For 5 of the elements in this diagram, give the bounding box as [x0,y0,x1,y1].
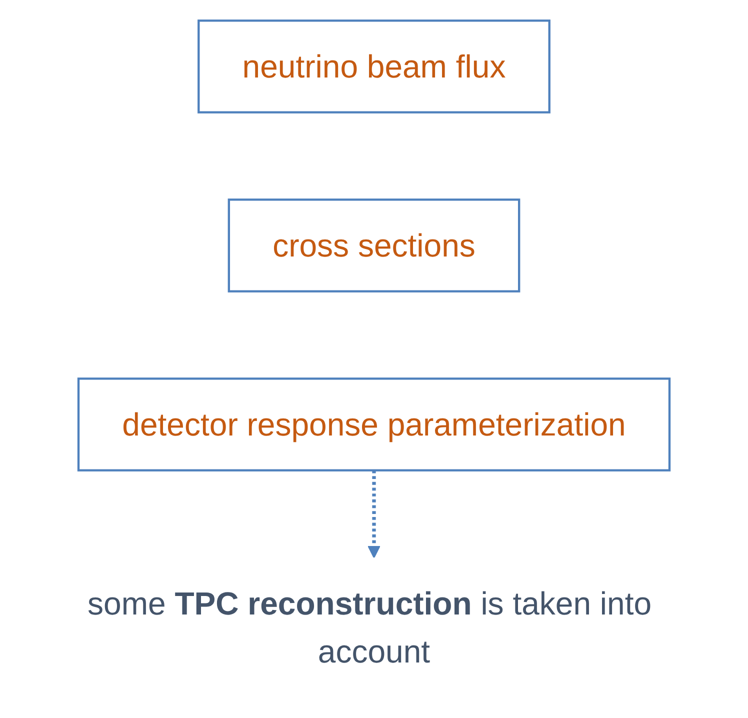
node-box: neutrino beam flux [198,20,550,114]
node-text: some TPC reconstruction is taken into account [88,585,652,670]
arrow [368,470,380,558]
node-box: cross sections [228,198,520,292]
node-box: detector response parameterization [77,378,671,472]
